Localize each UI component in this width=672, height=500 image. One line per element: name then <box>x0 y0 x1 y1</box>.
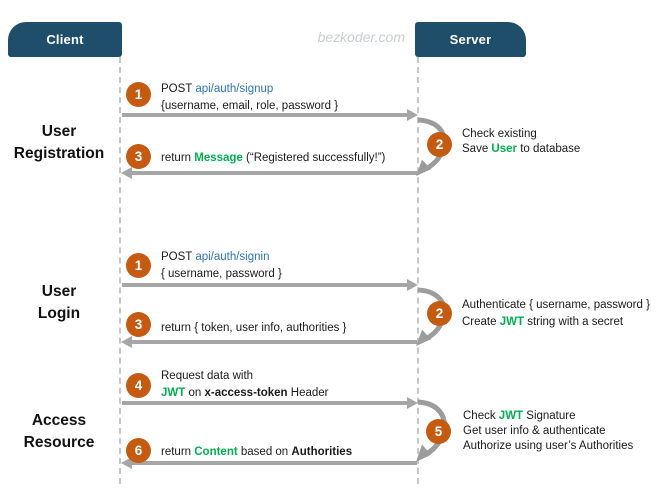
response-message: return Content based on Authorities <box>161 446 353 458</box>
section-label-access: Access Resource <box>23 412 95 451</box>
step-badge: 2 <box>427 132 452 157</box>
request-arrow <box>122 396 418 410</box>
request-arrow <box>122 278 418 292</box>
step-badge: 1 <box>126 82 151 107</box>
response-arrow <box>121 456 417 470</box>
server-action-text: Authenticate { username, password } Crea… <box>462 299 650 328</box>
request-message: Request data with JWT on x-access-token … <box>161 370 329 399</box>
arrowhead-left-icon <box>121 167 132 179</box>
server-action-text: Check JWT Signature Get user info & auth… <box>463 410 634 452</box>
server-lifeline <box>417 57 419 484</box>
actor-server: Server <box>415 22 526 57</box>
step-badge: 3 <box>126 144 151 169</box>
step-badge: 2 <box>427 301 452 326</box>
response-arrow <box>121 166 417 180</box>
server-action-text: Check existing Save User to database <box>462 128 581 155</box>
arrowhead-right-icon <box>407 279 418 291</box>
request-message: POST api/auth/signup {username, email, r… <box>161 83 339 112</box>
step-badge: 5 <box>426 419 451 444</box>
arrowhead-right-icon <box>407 397 418 409</box>
step-badge: 3 <box>126 312 151 337</box>
response-arrow <box>121 335 417 349</box>
actor-client: Client <box>8 22 122 57</box>
section-label-login: User Login <box>37 283 81 322</box>
response-message: return { token, user info, authorities } <box>161 322 347 334</box>
section-label-registration: User Registration <box>13 123 105 162</box>
client-lifeline <box>119 57 121 484</box>
request-message: POST api/auth/signin { username, passwor… <box>161 251 282 280</box>
step-badge: 6 <box>126 438 151 463</box>
request-arrow <box>122 108 418 122</box>
response-message: return Message (“Registered successfully… <box>161 152 386 164</box>
step-badge: 1 <box>126 253 151 278</box>
arrowhead-right-icon <box>407 109 418 121</box>
watermark: bezkoder.com <box>317 29 405 45</box>
arrowhead-left-icon <box>121 336 132 348</box>
arrowhead-left-icon <box>121 457 132 469</box>
step-badge: 4 <box>126 373 151 398</box>
